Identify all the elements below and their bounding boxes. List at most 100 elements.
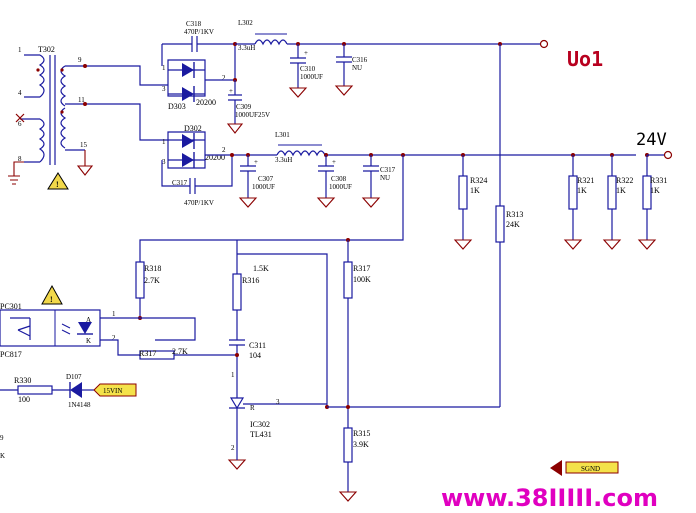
diode-icon — [182, 87, 194, 101]
led-icon — [78, 322, 92, 334]
svg-text:+: + — [332, 158, 336, 166]
svg-text:A: A — [86, 316, 91, 324]
d303-ref: D303 — [168, 102, 186, 111]
r317b-ref: R317 — [353, 264, 370, 273]
diode-icon — [182, 153, 194, 167]
svg-text:+: + — [229, 87, 233, 95]
c317a-ref: C317 — [172, 179, 188, 187]
diode-icon — [182, 134, 194, 148]
vin-net-tag — [93, 383, 137, 397]
t302-pin-9: 9 — [78, 56, 82, 64]
c311-ref: C311 — [249, 341, 266, 350]
r331-ref: R331 — [650, 176, 667, 185]
t302-pin-1: 1 — [18, 46, 22, 54]
c310-value: 1000UF — [300, 73, 323, 81]
r313-value: 24K — [506, 220, 520, 229]
l302-value: 3.3uH — [238, 44, 255, 52]
l301-ref: L301 — [275, 131, 290, 139]
r330-ref: R330 — [14, 376, 31, 385]
svg-text:+: + — [254, 158, 258, 166]
r313-ref: R313 — [506, 210, 523, 219]
svg-text:3: 3 — [162, 158, 166, 166]
r324-ref: R324 — [470, 176, 487, 185]
v24-terminal-icon — [663, 150, 673, 160]
r317b-value: 100K — [353, 275, 371, 284]
svg-text:!: ! — [56, 180, 59, 189]
svg-text:2: 2 — [231, 444, 235, 452]
inductor-l302 — [254, 39, 288, 46]
c309-value: 1000UF25V — [235, 111, 270, 119]
diode-icon — [182, 63, 194, 77]
r321-ref: R321 — [577, 176, 594, 185]
transformer-t302: T302 1 4 6 8 9 11 15 — [15, 45, 88, 165]
svg-text:2: 2 — [112, 334, 116, 342]
r318-value: 2.7K — [144, 276, 160, 285]
ground-icon — [76, 150, 94, 176]
c309-ref: C309 — [236, 103, 252, 111]
ground-icon — [227, 459, 247, 470]
c318-ref: C318 — [186, 20, 202, 28]
ground-icon — [334, 85, 354, 96]
c317b-value: NU — [380, 174, 390, 182]
svg-text:2: 2 — [222, 146, 226, 154]
svg-text:R: R — [250, 404, 255, 412]
vin-tag-label: 15VIN — [103, 387, 122, 395]
svg-text:9: 9 — [0, 434, 4, 442]
r322-value: 1K — [616, 186, 626, 195]
c311-value: 104 — [249, 351, 261, 360]
r331-value: 1K — [650, 186, 660, 195]
c316-ref: C316 — [352, 56, 368, 64]
r322-ref: R322 — [616, 176, 633, 185]
v24-label: 24V — [636, 130, 667, 150]
ic302-part: TL431 — [250, 430, 272, 439]
c317a-value: 470P/1KV — [184, 199, 214, 207]
c317b-ref: C317 — [380, 166, 396, 174]
svg-text:3: 3 — [276, 398, 280, 406]
r315-value: 3.9K — [353, 440, 369, 449]
r316-ref: R316 — [242, 276, 259, 285]
inductor-l301 — [276, 150, 326, 157]
svg-text:1: 1 — [112, 310, 116, 318]
warning-icon: ! — [41, 284, 63, 305]
ground-icon — [338, 491, 358, 502]
t302-ref: T302 — [38, 45, 55, 54]
uo1-label: Uo1 — [567, 47, 603, 71]
pc301-ref: PC301 — [0, 302, 22, 311]
r330-value: 100 — [18, 395, 30, 404]
svg-text:+: + — [304, 49, 308, 57]
t302-pin-8: 8 — [18, 155, 22, 163]
svg-text:K: K — [86, 337, 91, 345]
svg-text:1: 1 — [162, 138, 166, 146]
site-watermark: www.38IIIII.com — [441, 484, 658, 512]
ground-icon — [8, 161, 24, 185]
svg-text:2: 2 — [222, 74, 226, 82]
t302-pin-6: 6 — [18, 120, 22, 128]
r321-value: 1K — [577, 186, 587, 195]
svg-text:!: ! — [50, 295, 53, 304]
r317a-value: 2.7K — [172, 347, 188, 356]
r318-ref: R318 — [144, 264, 161, 273]
c316-value: NU — [352, 64, 362, 72]
r315-ref: R315 — [353, 429, 370, 438]
t302-pin-15: 15 — [80, 141, 88, 149]
polarity-dot — [36, 68, 40, 72]
uo1-terminal-icon — [539, 39, 549, 49]
ground-icon — [361, 197, 381, 208]
c310-ref: C310 — [300, 65, 316, 73]
ground-icon — [316, 197, 336, 208]
ground-icon — [288, 87, 308, 98]
svg-text:1: 1 — [162, 64, 166, 72]
no-connect-icon — [15, 113, 25, 123]
feedback-section: R318 2.7K 1 2 A K PC301 PC817 ! R317 R31… — [0, 238, 500, 502]
d107-part: 1N4148 — [68, 401, 91, 409]
ground-icon — [563, 239, 583, 250]
polarity-dot — [60, 110, 64, 114]
r317a-ref-visible: R317 — [139, 349, 156, 358]
ground-icon — [226, 123, 244, 134]
uo1-section: 1 3 2 D303 20200 C318 470P/1KV + C309 10… — [83, 19, 603, 134]
ground-icon — [453, 239, 473, 250]
l301-value: 3.3uH — [275, 156, 292, 164]
warning-icon: ! — [47, 172, 69, 190]
c307-value: 1000UF — [252, 183, 275, 191]
